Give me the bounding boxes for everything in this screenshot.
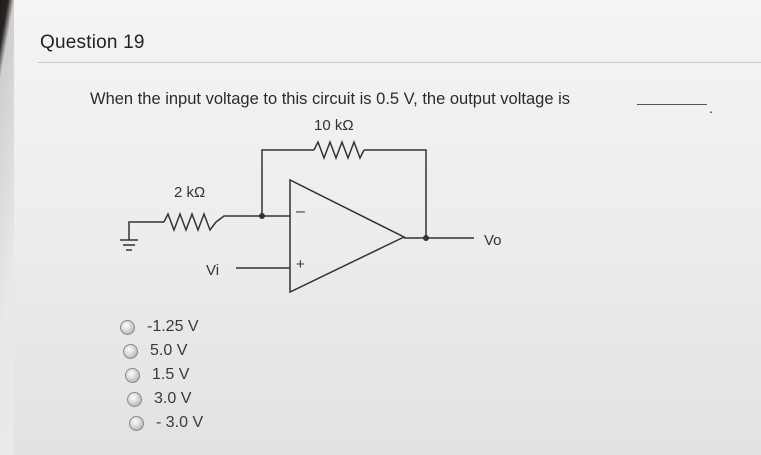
- option-label: - 3.0 V: [156, 414, 204, 431]
- input-resistor-icon: [163, 211, 217, 233]
- inverting-node-dot: [259, 213, 265, 219]
- question-header: Question 19: [40, 32, 145, 53]
- question-prompt: When the input voltage to this circuit i…: [90, 90, 571, 108]
- option-1[interactable]: -1.25 V: [120, 318, 199, 336]
- op-amp-icon: [289, 178, 406, 294]
- radio-button[interactable]: [127, 391, 142, 407]
- output-voltage-label: Vo: [484, 232, 502, 249]
- noninverting-input-symbol: +: [296, 256, 305, 273]
- option-label: -1.25 V: [147, 318, 199, 335]
- option-label: 1.5 V: [152, 366, 190, 383]
- input-resistor-label: 2 kΩ: [174, 184, 205, 201]
- op-amp-circuit-diagram: 10 kΩ 2 kΩ + – + Vi Vo: [120, 117, 502, 294]
- output-node-dot: [423, 235, 429, 241]
- input-resistor-wire: [215, 215, 290, 223]
- feedback-wire-left: [261, 149, 314, 216]
- blank-suffix: .: [709, 100, 713, 116]
- option-label: 5.0 V: [150, 342, 188, 359]
- option-label: 3.0 V: [154, 390, 192, 407]
- radio-button[interactable]: [125, 367, 140, 383]
- radio-button[interactable]: [120, 319, 135, 335]
- input-voltage-label: Vi: [206, 262, 219, 279]
- radio-button[interactable]: [129, 415, 144, 431]
- feedback-wire-right: [364, 149, 427, 238]
- feedback-resistor-icon: [313, 139, 365, 161]
- ground-wire: [128, 221, 164, 240]
- answer-blank: [637, 104, 707, 105]
- question-page: Question 19 When the input voltage to th…: [14, 0, 761, 455]
- option-4[interactable]: 3.0 V: [127, 390, 191, 408]
- feedback-resistor-label: 10 kΩ: [314, 117, 354, 134]
- option-5[interactable]: - 3.0 V: [129, 414, 203, 432]
- radio-button[interactable]: [123, 343, 138, 359]
- inverting-input-symbol: –: [296, 203, 305, 220]
- option-3[interactable]: 1.5 V: [125, 366, 189, 384]
- option-2[interactable]: 5.0 V: [123, 342, 187, 360]
- header-divider: [38, 62, 761, 63]
